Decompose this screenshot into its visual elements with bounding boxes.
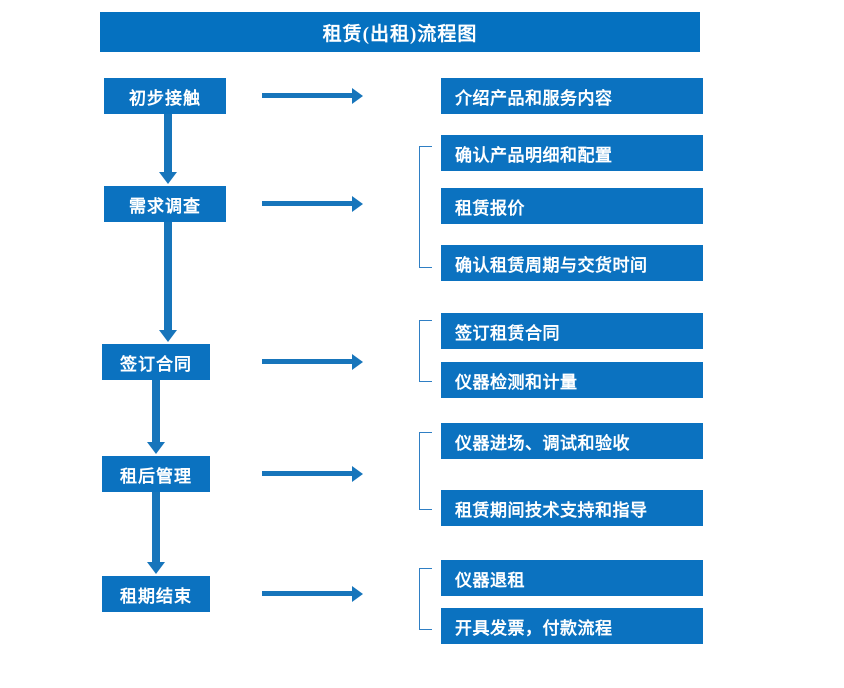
group-bracket-post-lease-management [419, 432, 432, 510]
detail-box-introduce-products[interactable]: 介绍产品和服务内容 [441, 78, 703, 114]
horizontal-arrow-post-lease-management [262, 465, 363, 483]
stage-box-post-lease-management[interactable]: 租后管理 [102, 456, 210, 492]
detail-box-lease-quotation[interactable]: 租赁报价 [441, 188, 703, 224]
detail-box-instrument-delivery[interactable]: 仪器进场、调试和验收 [441, 423, 703, 459]
detail-box-technical-support[interactable]: 租赁期间技术支持和指导 [441, 490, 703, 526]
detail-box-sign-lease-contract[interactable]: 签订租赁合同 [441, 313, 703, 349]
detail-box-invoice-payment[interactable]: 开具发票，付款流程 [441, 608, 703, 644]
horizontal-arrow-sign-contract [262, 353, 363, 371]
detail-box-confirm-product-details[interactable]: 确认产品明细和配置 [441, 135, 703, 171]
vertical-arrow-contract-to-management [146, 380, 166, 456]
stage-box-initial-contact[interactable]: 初步接触 [104, 78, 226, 114]
horizontal-arrow-lease-end [262, 585, 363, 603]
vertical-arrow-survey-to-contract [158, 222, 178, 344]
detail-box-confirm-lease-period[interactable]: 确认租赁周期与交货时间 [441, 245, 703, 281]
page-title: 租赁(出租)流程图 [100, 12, 700, 52]
horizontal-arrow-initial-contact [262, 87, 363, 105]
group-bracket-requirement-survey [419, 146, 432, 268]
vertical-arrow-management-to-end [146, 492, 166, 576]
stage-box-sign-contract[interactable]: 签订合同 [102, 344, 210, 380]
detail-box-instrument-return[interactable]: 仪器退租 [441, 560, 703, 596]
vertical-arrow-contact-to-survey [158, 114, 178, 186]
detail-box-instrument-inspection[interactable]: 仪器检测和计量 [441, 362, 703, 398]
stage-box-lease-end[interactable]: 租期结束 [102, 576, 210, 612]
group-bracket-lease-end [419, 568, 432, 630]
stage-box-requirement-survey[interactable]: 需求调查 [104, 186, 226, 222]
group-bracket-sign-contract [419, 320, 432, 382]
horizontal-arrow-requirement-survey [262, 195, 363, 213]
